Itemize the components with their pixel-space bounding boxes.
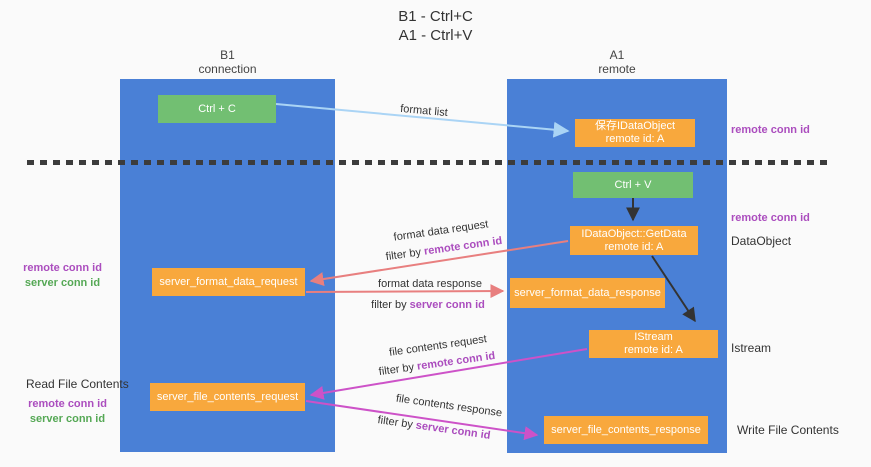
filter-by-text: filter by	[371, 299, 407, 311]
lane-b1-name: B1	[220, 48, 235, 62]
left-conn-id-pair-2: remote conn id server conn id	[20, 397, 115, 427]
node-server-format-data-request-label: server_format_data_request	[159, 275, 298, 288]
server-conn-id-label: server conn id	[29, 413, 106, 425]
read-file-contents-label: Read File Contents	[26, 377, 129, 391]
dataobject-label: DataObject	[731, 234, 792, 248]
server-conn-id-label: server conn id	[24, 277, 101, 289]
left-conn-id-pair-1: remote conn id server conn id	[15, 261, 110, 291]
node-istream: IStream remote id: A	[589, 330, 718, 358]
remote-conn-id-label: remote conn id	[23, 262, 102, 274]
node-istream-line1: IStream	[634, 331, 673, 343]
lane-b1-subtitle: connection	[198, 62, 257, 76]
node-server-file-contents-response: server_file_contents_response	[544, 416, 708, 444]
node-server-format-data-request: server_format_data_request	[152, 268, 305, 296]
node-server-format-data-response: server_format_data_response	[510, 278, 665, 308]
server-conn-id-text: server conn id	[415, 419, 492, 442]
node-ctrl-v-label: Ctrl + V	[614, 178, 652, 191]
node-save-dataobject-line2: remote id: A	[605, 133, 665, 145]
label-filter-server-2: filter by server conn id	[377, 414, 491, 442]
node-server-file-contents-response-label: server_file_contents_response	[551, 423, 701, 436]
node-getdata-line1: IDataObject::GetData	[581, 227, 687, 240]
filter-by-text: filter by	[378, 361, 415, 379]
title-line-1: B1 - Ctrl+C	[398, 8, 473, 25]
label-format-list: format list	[399, 102, 449, 120]
label-file-contents-response: file contents response	[395, 392, 503, 420]
node-server-file-contents-request: server_file_contents_request	[150, 383, 305, 411]
filter-by-text: filter by	[376, 414, 414, 431]
diagram-title: B1 - Ctrl+C A1 - Ctrl+V	[0, 7, 871, 45]
lane-a1-name: A1	[609, 48, 625, 62]
right-remote-conn-id-1: remote conn id	[731, 124, 810, 136]
node-save-dataobject: 保存IDataObject remote id: A	[575, 119, 695, 147]
node-ctrl-c-label: Ctrl + C	[198, 102, 236, 115]
node-getdata-line2: remote id: A	[604, 240, 664, 253]
server-conn-id-text: server conn id	[409, 299, 485, 311]
lane-header-b1: B1 connection	[120, 48, 335, 76]
istream-label: Istream	[731, 341, 772, 355]
label-filter-server-1: filter by server conn id	[371, 299, 485, 311]
right-remote-conn-id-2: remote conn id	[731, 212, 810, 224]
remote-conn-id-label: remote conn id	[28, 398, 107, 410]
remote-conn-id-text: remote conn id	[423, 234, 503, 258]
write-file-contents-label: Write File Contents	[737, 423, 839, 437]
node-save-dataobject-line1: 保存IDataObject	[594, 120, 676, 132]
node-istream-line2: remote id: A	[624, 344, 683, 356]
lane-header-a1: A1 remote	[507, 48, 727, 76]
title-line-2: A1 - Ctrl+V	[398, 27, 473, 44]
dashed-separator	[27, 160, 833, 165]
node-ctrl-c: Ctrl + C	[158, 95, 276, 123]
label-format-data-response: format data response	[378, 278, 482, 290]
node-server-file-contents-request-label: server_file_contents_request	[156, 390, 299, 403]
node-ctrl-v: Ctrl + V	[573, 172, 693, 198]
filter-by-text: filter by	[385, 246, 422, 264]
node-server-format-data-response-label: server_format_data_response	[514, 286, 661, 299]
arrow-format-data-response	[305, 284, 505, 299]
node-getdata: IDataObject::GetData remote id: A	[570, 226, 698, 255]
lane-a1-subtitle: remote	[598, 62, 636, 76]
